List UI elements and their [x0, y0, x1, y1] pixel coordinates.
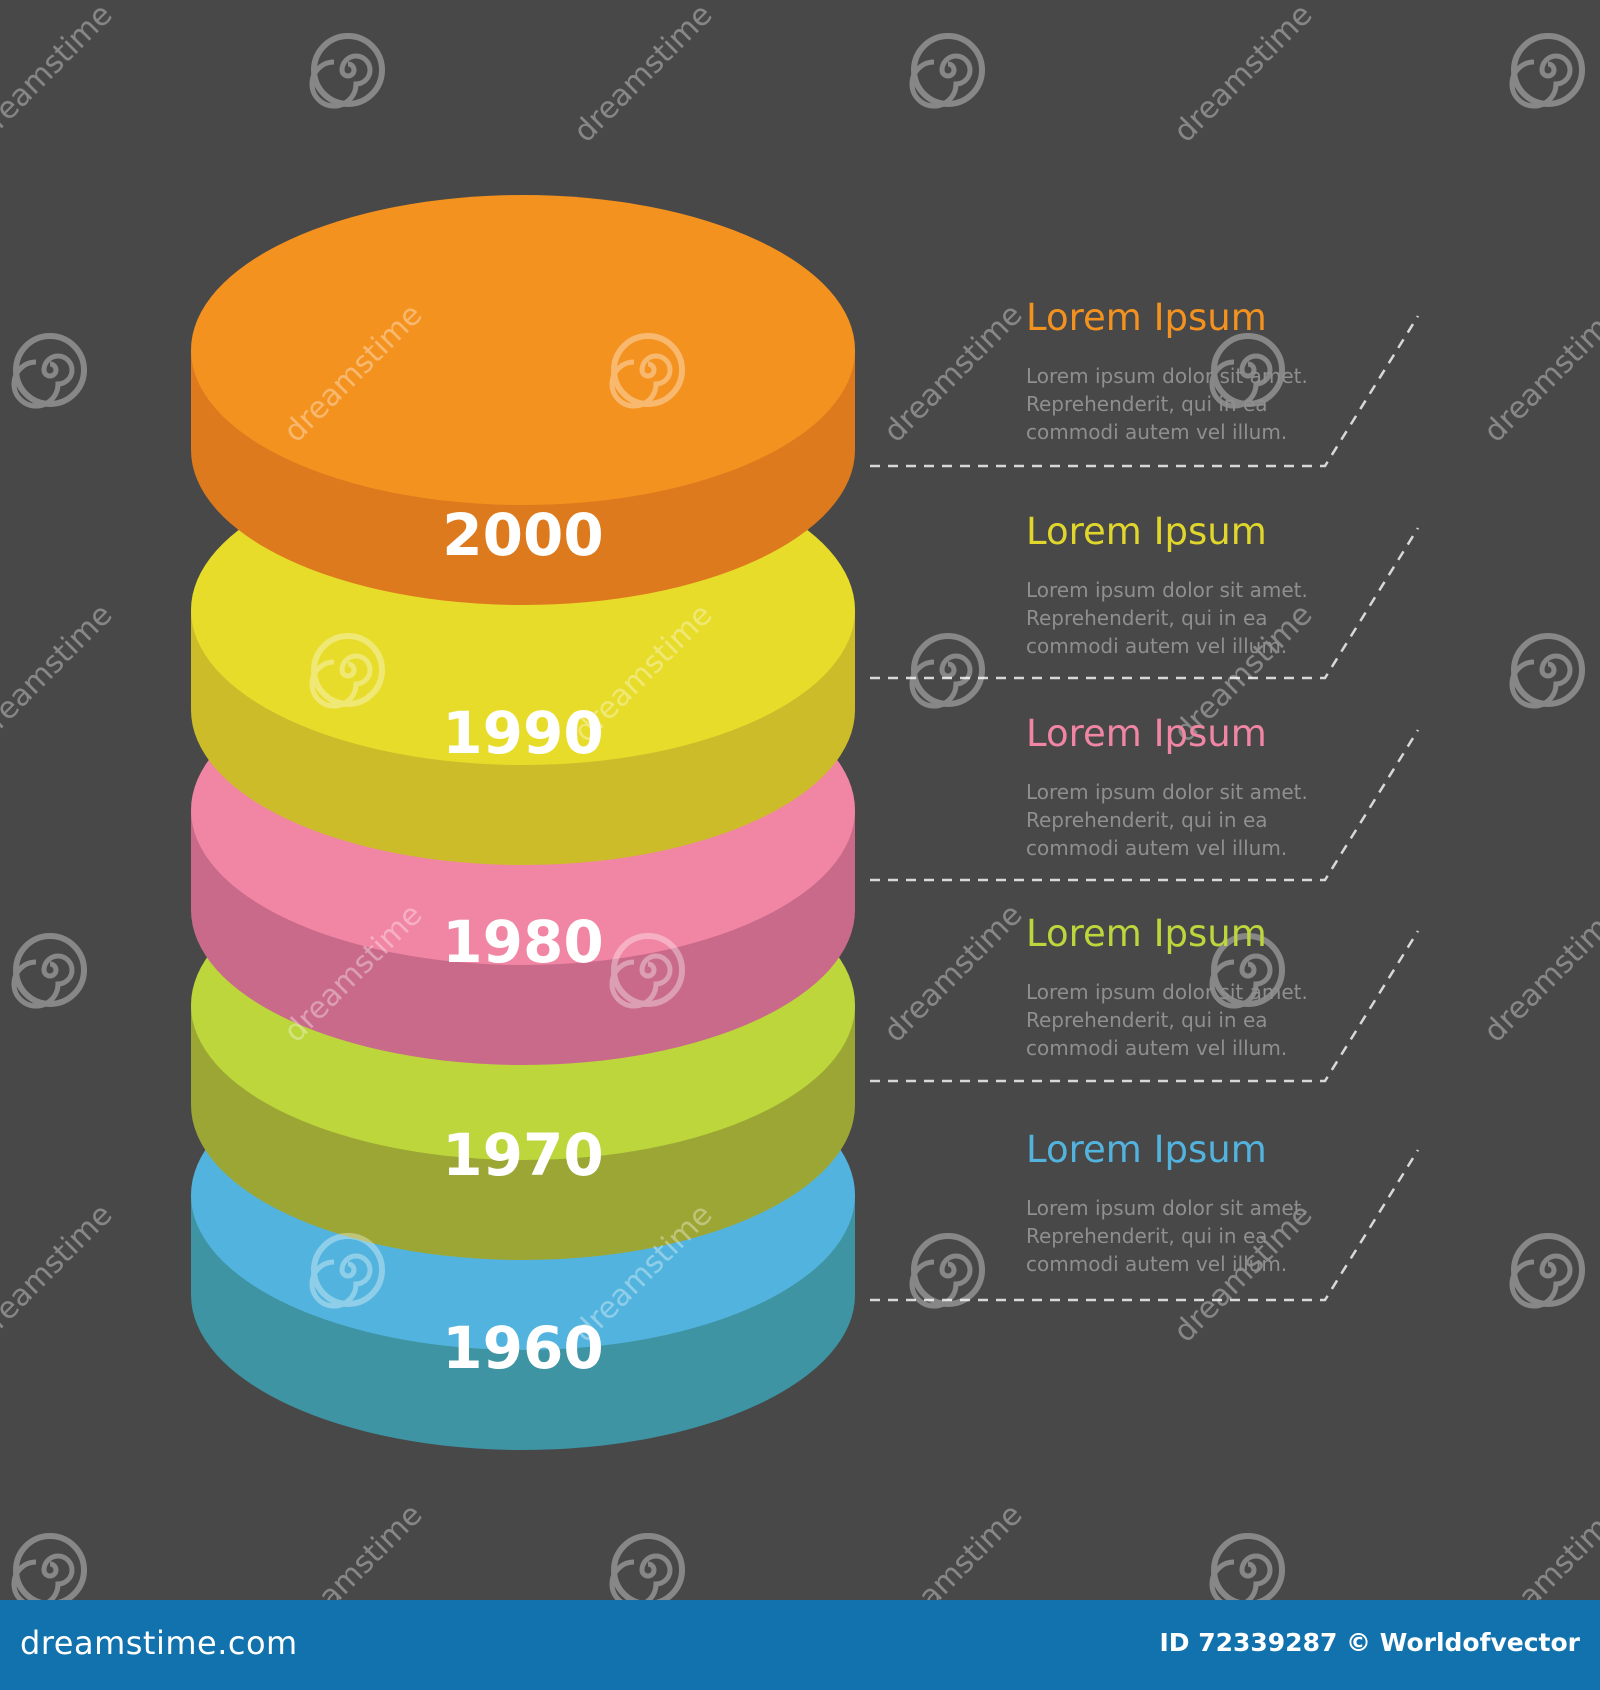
dreamstime-logo	[609, 933, 685, 1009]
year-label: 2000	[442, 501, 603, 569]
caption-2000: Lorem Ipsum Lorem ipsum dolor sit amet. …	[1026, 296, 1356, 446]
dashed-connector	[870, 315, 1420, 468]
watermark-text: dreamstime	[1477, 1497, 1600, 1600]
timeline-diagram: 1960 1970 1980 1990 2000 dreamstime dreamstim…	[0, 0, 1600, 1600]
dreamstime-logo	[609, 333, 685, 409]
cylinder-stack: 1960 1970 1980 1990 2000	[191, 195, 855, 1450]
year-label: 1980	[442, 908, 603, 976]
year-label: 1960	[442, 1314, 603, 1382]
caption-line: commodi autem vel illum.	[1026, 1252, 1288, 1276]
caption-line: Reprehenderit, qui in ea	[1026, 1008, 1268, 1032]
caption-body: Lorem ipsum dolor sit amet. Reprehenderi…	[1026, 362, 1356, 446]
dreamstime-logo	[1509, 633, 1585, 709]
caption-line: Lorem ipsum dolor sit amet.	[1026, 980, 1308, 1004]
caption-line: Reprehenderit, qui in ea	[1026, 392, 1268, 416]
caption-1980: Lorem Ipsum Lorem ipsum dolor sit amet. …	[1026, 712, 1356, 862]
caption-1990: Lorem Ipsum Lorem ipsum dolor sit amet. …	[1026, 510, 1356, 660]
year-label: 1970	[442, 1121, 603, 1189]
dashed-connectors	[870, 315, 1420, 1302]
dreamstime-logo	[909, 33, 985, 109]
caption-body: Lorem ipsum dolor sit amet. Reprehenderi…	[1026, 778, 1356, 862]
dreamstime-logo	[309, 1233, 385, 1309]
watermark-text: dreamstime	[1167, 0, 1319, 149]
layer-2000	[191, 195, 855, 605]
dashed-connector	[870, 729, 1420, 882]
watermark-text: dreamstime	[0, 1197, 119, 1349]
caption-title: Lorem Ipsum	[1026, 1128, 1267, 1171]
watermark-text: dreamstime	[277, 1497, 429, 1600]
caption-title: Lorem Ipsum	[1026, 296, 1267, 339]
caption-line: Reprehenderit, qui in ea	[1026, 808, 1268, 832]
caption-line: Lorem ipsum dolor sit amet.	[1026, 1196, 1308, 1220]
dreamstime-logo	[11, 1533, 87, 1600]
footer-site-link[interactable]: dreamstime.com	[20, 1624, 298, 1662]
watermark-text: dreamstime	[877, 897, 1029, 1049]
watermark-text: dreamstime	[877, 297, 1029, 449]
footer-bar: dreamstime.com ID 72339287 © Worldofvect…	[0, 1600, 1600, 1690]
dreamstime-logo	[909, 633, 985, 709]
layer-top	[191, 195, 855, 505]
watermark-text: dreamstime	[0, 597, 119, 749]
dreamstime-logo	[1209, 933, 1285, 1009]
caption-body: Lorem ipsum dolor sit amet. Reprehenderi…	[1026, 978, 1356, 1062]
dreamstime-logo	[609, 1533, 685, 1600]
caption-1960: Lorem Ipsum Lorem ipsum dolor sit amet. …	[1026, 1128, 1356, 1278]
footer-credit: ID 72339287 © Worldofvector	[1159, 1628, 1580, 1657]
caption-1970: Lorem Ipsum Lorem ipsum dolor sit amet. …	[1026, 912, 1356, 1062]
caption-line: commodi autem vel illum.	[1026, 634, 1288, 658]
caption-line: Reprehenderit, qui in ea	[1026, 606, 1268, 630]
caption-title: Lorem Ipsum	[1026, 510, 1267, 553]
caption-line: commodi autem vel illum.	[1026, 1036, 1288, 1060]
caption-title: Lorem Ipsum	[1026, 712, 1267, 755]
dreamstime-logo	[909, 1233, 985, 1309]
watermark-text: dreamstime	[877, 1497, 1029, 1600]
caption-line: Lorem ipsum dolor sit amet.	[1026, 364, 1308, 388]
watermark-text: dreamstime	[1477, 297, 1600, 449]
caption-line: Lorem ipsum dolor sit amet.	[1026, 578, 1308, 602]
dreamstime-logo	[11, 933, 87, 1009]
dashed-connector	[870, 930, 1420, 1083]
watermark-text: dreamstime	[1477, 897, 1600, 1049]
caption-line: Lorem ipsum dolor sit amet.	[1026, 780, 1308, 804]
dreamstime-logo	[1209, 1533, 1285, 1600]
dreamstime-logo	[1209, 333, 1285, 409]
caption-body: Lorem ipsum dolor sit amet. Reprehenderi…	[1026, 576, 1356, 660]
caption-line: commodi autem vel illum.	[1026, 836, 1288, 860]
year-label: 1990	[442, 699, 603, 767]
dreamstime-logo	[11, 333, 87, 409]
dashed-connector	[870, 1149, 1420, 1302]
dashed-connector	[870, 527, 1420, 680]
caption-line: Reprehenderit, qui in ea	[1026, 1224, 1268, 1248]
caption-body: Lorem ipsum dolor sit amet. Reprehenderi…	[1026, 1194, 1356, 1278]
dreamstime-logo	[309, 633, 385, 709]
caption-title: Lorem Ipsum	[1026, 912, 1267, 955]
watermark-text: dreamstime	[0, 0, 119, 149]
caption-line: commodi autem vel illum.	[1026, 420, 1288, 444]
dreamstime-logo	[1509, 33, 1585, 109]
dreamstime-logo	[1509, 1233, 1585, 1309]
dreamstime-logo	[309, 33, 385, 109]
watermark-text: dreamstime	[567, 0, 719, 149]
